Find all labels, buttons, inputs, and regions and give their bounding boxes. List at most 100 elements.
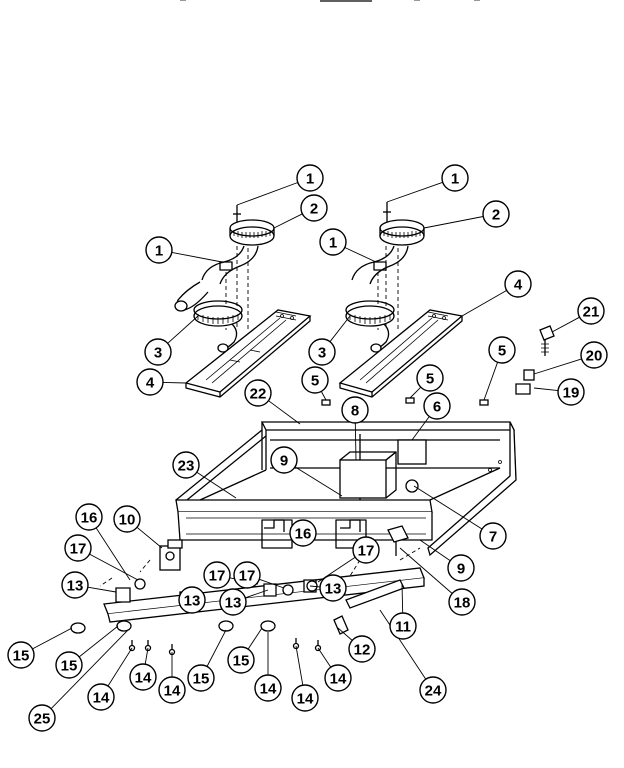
leader-line-10 xyxy=(136,526,163,549)
callout-circle xyxy=(233,561,261,589)
leader-line-25 xyxy=(50,629,129,710)
callout-16: 16 xyxy=(289,519,317,547)
callout-number: 14 xyxy=(260,681,277,698)
callout-circle xyxy=(389,612,417,640)
callout-3: 3 xyxy=(308,338,336,366)
callout-number: 13 xyxy=(67,578,84,595)
callout-11: 11 xyxy=(389,612,417,640)
leader-line-15 xyxy=(78,625,119,658)
callout-3: 3 xyxy=(144,338,172,366)
leader-line-22 xyxy=(268,400,301,425)
leader-line-2 xyxy=(273,213,303,229)
callout-number: 19 xyxy=(563,385,580,402)
callout-5: 5 xyxy=(488,336,516,364)
callout-7: 7 xyxy=(479,522,507,550)
callout-number: 17 xyxy=(209,568,226,585)
callout-circle xyxy=(254,674,282,702)
leader-line-1 xyxy=(386,181,443,203)
callout-number: 1 xyxy=(329,235,337,252)
leader-line-14 xyxy=(144,647,149,665)
callout-17: 17 xyxy=(203,561,231,589)
callout-circle xyxy=(300,194,328,222)
callout-2: 2 xyxy=(482,200,510,228)
leader-line-13 xyxy=(245,589,269,599)
callout-number: 14 xyxy=(164,683,181,700)
callout-9: 9 xyxy=(270,446,298,474)
callout-number: 15 xyxy=(193,671,210,688)
callout-number: 17 xyxy=(239,568,256,585)
callout-number: 9 xyxy=(457,561,465,578)
leader-line-11 xyxy=(401,583,404,614)
leader-line-7 xyxy=(413,485,483,530)
leader-line-14 xyxy=(317,647,332,668)
callout-number: 14 xyxy=(135,670,152,687)
callout-circle xyxy=(348,635,376,663)
callout-number: 4 xyxy=(514,277,523,294)
callout-25: 25 xyxy=(28,704,56,732)
callout-4: 4 xyxy=(504,270,532,298)
callout-12: 12 xyxy=(348,635,376,663)
callout-circle xyxy=(504,270,532,298)
callout-number: 6 xyxy=(433,399,441,416)
callout-5: 5 xyxy=(416,364,444,392)
callout-4: 4 xyxy=(136,368,164,396)
callout-16: 16 xyxy=(75,503,103,531)
leader-line-19 xyxy=(533,387,559,392)
callout-circle xyxy=(488,336,516,364)
leader-line-24 xyxy=(379,609,427,680)
callout-number: 13 xyxy=(184,593,201,610)
leader-line-5 xyxy=(483,362,499,401)
leader-line-21 xyxy=(551,316,580,333)
callout-circle xyxy=(423,392,451,420)
callout-13: 13 xyxy=(178,586,206,614)
callout-number: 14 xyxy=(297,691,314,708)
callout-number: 12 xyxy=(354,642,371,659)
callout-8: 8 xyxy=(341,396,369,424)
callout-number: 15 xyxy=(13,648,30,665)
right-burner-assembly xyxy=(338,202,464,398)
leader-line-3 xyxy=(329,315,351,342)
callout-number: 23 xyxy=(178,458,195,475)
callout-number: 16 xyxy=(81,510,98,527)
leader-line-9 xyxy=(294,466,343,497)
callout-number: 16 xyxy=(295,526,312,543)
leader-line-5 xyxy=(320,391,327,401)
callout-number: 15 xyxy=(233,653,250,670)
callout-6: 6 xyxy=(423,392,451,420)
leader-line-1 xyxy=(171,251,223,263)
callout-circle xyxy=(172,451,200,479)
callout-number: 14 xyxy=(93,690,110,707)
callout-circle xyxy=(296,164,324,192)
callout-circle xyxy=(291,684,319,712)
leader-line-2 xyxy=(423,216,484,229)
callout-number: 1 xyxy=(451,171,459,188)
callout-number: 10 xyxy=(119,512,136,529)
callout-number: 5 xyxy=(498,343,506,360)
callout-number: 8 xyxy=(351,403,359,420)
leader-line-17 xyxy=(259,578,285,589)
callout-21: 21 xyxy=(577,297,605,325)
callout-circle xyxy=(158,676,186,704)
callout-circle xyxy=(113,505,141,533)
callout-circle xyxy=(441,164,469,192)
callout-number: 2 xyxy=(492,207,500,224)
callout-10: 10 xyxy=(113,505,141,533)
callout-14: 14 xyxy=(324,664,352,692)
callout-17: 17 xyxy=(64,534,92,562)
callout-circle xyxy=(203,561,231,589)
callout-circle xyxy=(55,651,83,679)
callout-15: 15 xyxy=(7,641,35,669)
callout-circle xyxy=(301,366,329,394)
callout-circle xyxy=(289,519,317,547)
callout-17: 17 xyxy=(233,561,261,589)
callout-number: 17 xyxy=(358,543,375,560)
callout-circle xyxy=(352,536,380,564)
leader-line-20 xyxy=(533,358,582,375)
callout-number: 5 xyxy=(426,371,434,388)
callout-circle xyxy=(145,236,173,264)
callout-circle xyxy=(129,663,157,691)
callout-circle xyxy=(447,554,475,582)
callout-24: 24 xyxy=(419,676,447,704)
callout-9: 9 xyxy=(447,554,475,582)
